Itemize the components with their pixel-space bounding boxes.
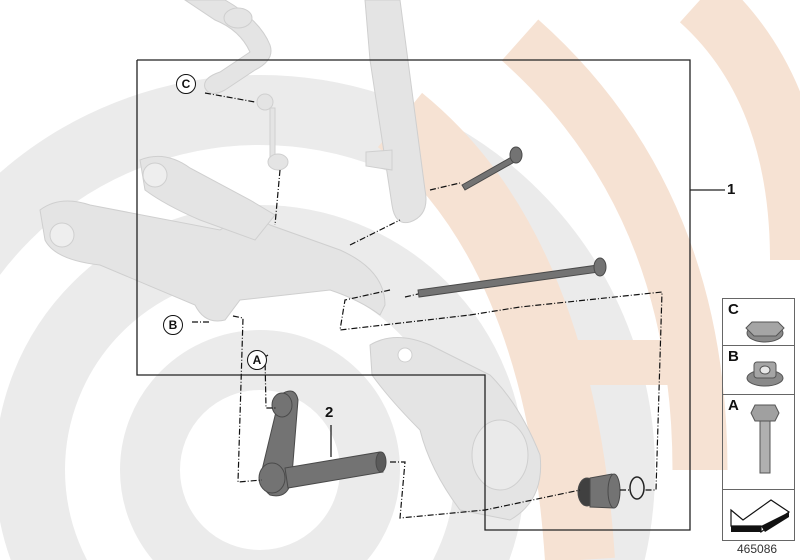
- legend-icons: [745, 321, 785, 474]
- reference-label-a: A: [247, 350, 267, 370]
- legend-letter-a: A: [728, 397, 739, 414]
- legend-letter-c: C: [728, 301, 739, 318]
- legend-panel-c: C: [722, 298, 795, 346]
- diagram-id: 465086: [737, 542, 778, 556]
- reference-label-c: C: [176, 74, 196, 94]
- reference-label-b: B: [163, 315, 183, 335]
- legend-letter-b: B: [728, 348, 739, 365]
- orientation-arrow-icon: [730, 499, 791, 534]
- highlighted-parts: [258, 146, 645, 509]
- kit-1-frame: [136, 59, 725, 531]
- callout-number-2: 2: [325, 404, 334, 421]
- legend-panel-orientation: [722, 489, 795, 541]
- callout-number-1: 1: [727, 181, 736, 198]
- legend-panel-b: B: [722, 345, 795, 395]
- context-parts: [39, 0, 542, 521]
- legend-panel-a: A: [722, 394, 795, 490]
- watermark-peach-arcs: [377, 0, 800, 560]
